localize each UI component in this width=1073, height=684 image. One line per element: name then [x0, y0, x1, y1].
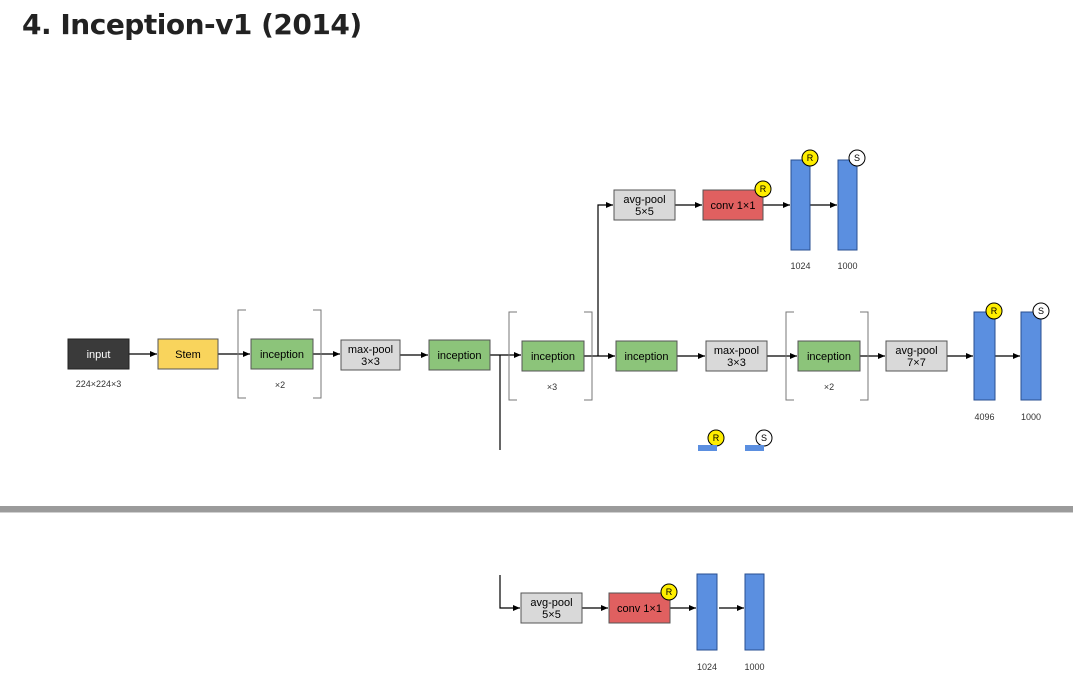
svg-text:S: S	[1038, 306, 1044, 316]
fc-main-2-label: 1000	[1021, 412, 1041, 422]
repeat-brackets	[237, 309, 869, 401]
repeat-e-label: ×2	[824, 382, 834, 392]
aux1-avgpool-line2: 5×5	[635, 206, 654, 218]
aux2-fc-2-label: 1000	[744, 662, 764, 672]
aux2-avgpool-line2: 5×5	[542, 609, 561, 621]
page-title: 4. Inception-v1 (2014)	[22, 8, 362, 41]
inception-b-label: inception	[437, 350, 481, 362]
avgpool-main-line1: avg-pool	[895, 345, 937, 357]
svg-text:S: S	[761, 433, 767, 443]
repeat-a-label: ×2	[275, 380, 285, 390]
input-label: input	[87, 349, 111, 361]
inception-e-label: inception	[807, 351, 851, 363]
aux2-fc-1-top-fragment	[698, 445, 717, 451]
aux2-fc-2-bar	[744, 573, 765, 651]
fc-main-1-bar	[973, 311, 996, 401]
maxpool-node-b: max-pool 3×3	[705, 340, 768, 372]
aux2-fc-2-top-fragment	[745, 445, 764, 451]
stem-label: Stem	[175, 349, 201, 361]
maxpool-a-line1: max-pool	[348, 344, 393, 356]
inception-c-label: inception	[531, 351, 575, 363]
svg-text:R: R	[666, 587, 673, 597]
aux2-fc-1-label: 1024	[697, 662, 717, 672]
softmax-badge-aux1: S	[848, 149, 866, 167]
relu-badge-aux1-conv: R	[754, 180, 772, 198]
aux2-avgpool-line1: avg-pool	[530, 597, 572, 609]
avgpool-node-main: avg-pool 7×7	[885, 340, 948, 372]
svg-text:R: R	[760, 184, 767, 194]
aux2-conv-node: conv 1×1	[608, 592, 671, 624]
aux1-fc-2-bar	[837, 159, 858, 251]
inception-node-d: inception	[615, 340, 678, 372]
input-node: input	[67, 338, 130, 370]
maxpool-b-line2: 3×3	[727, 357, 746, 369]
relu-badge-aux1-fc: R	[801, 149, 819, 167]
svg-text:S: S	[854, 153, 860, 163]
inception-d-label: inception	[624, 351, 668, 363]
aux1-fc-1-label: 1024	[790, 261, 810, 271]
split-divider	[0, 506, 1073, 513]
inception-a-label: inception	[260, 349, 304, 361]
inception-node-b: inception	[428, 339, 491, 371]
fc-main-1-label: 4096	[974, 412, 994, 422]
fc-main-2-bar	[1020, 311, 1042, 401]
softmax-badge-aux2-top: S	[755, 429, 773, 447]
inception-node-c: inception	[521, 340, 585, 372]
maxpool-b-line1: max-pool	[714, 345, 759, 357]
maxpool-node-a: max-pool 3×3	[340, 339, 401, 371]
maxpool-a-line2: 3×3	[361, 356, 380, 368]
inception-node-e: inception	[797, 340, 861, 372]
relu-badge-fc-main: R	[985, 302, 1003, 320]
svg-text:R: R	[991, 306, 998, 316]
aux2-avgpool-node: avg-pool 5×5	[520, 592, 583, 624]
aux1-fc-2-label: 1000	[837, 261, 857, 271]
aux2-conv-label: conv 1×1	[617, 603, 662, 615]
svg-text:R: R	[713, 433, 720, 443]
stem-node: Stem	[157, 338, 219, 370]
aux1-conv-node: conv 1×1	[702, 189, 764, 221]
input-size-label: 224×224×3	[76, 379, 122, 389]
aux1-conv-label: conv 1×1	[711, 200, 756, 212]
softmax-badge-main: S	[1032, 302, 1050, 320]
aux1-fc-1-bar	[790, 159, 811, 251]
relu-badge-aux2-top: R	[707, 429, 725, 447]
relu-badge-aux2-conv: R	[660, 583, 678, 601]
svg-text:R: R	[807, 153, 814, 163]
main-connectors	[129, 202, 1020, 611]
avgpool-main-line2: 7×7	[907, 357, 926, 369]
repeat-c-label: ×3	[547, 382, 557, 392]
inception-node-a: inception	[250, 338, 314, 370]
aux1-avgpool-line1: avg-pool	[623, 194, 665, 206]
aux2-fc-1-bar	[696, 573, 718, 651]
aux1-avgpool-node: avg-pool 5×5	[613, 189, 676, 221]
